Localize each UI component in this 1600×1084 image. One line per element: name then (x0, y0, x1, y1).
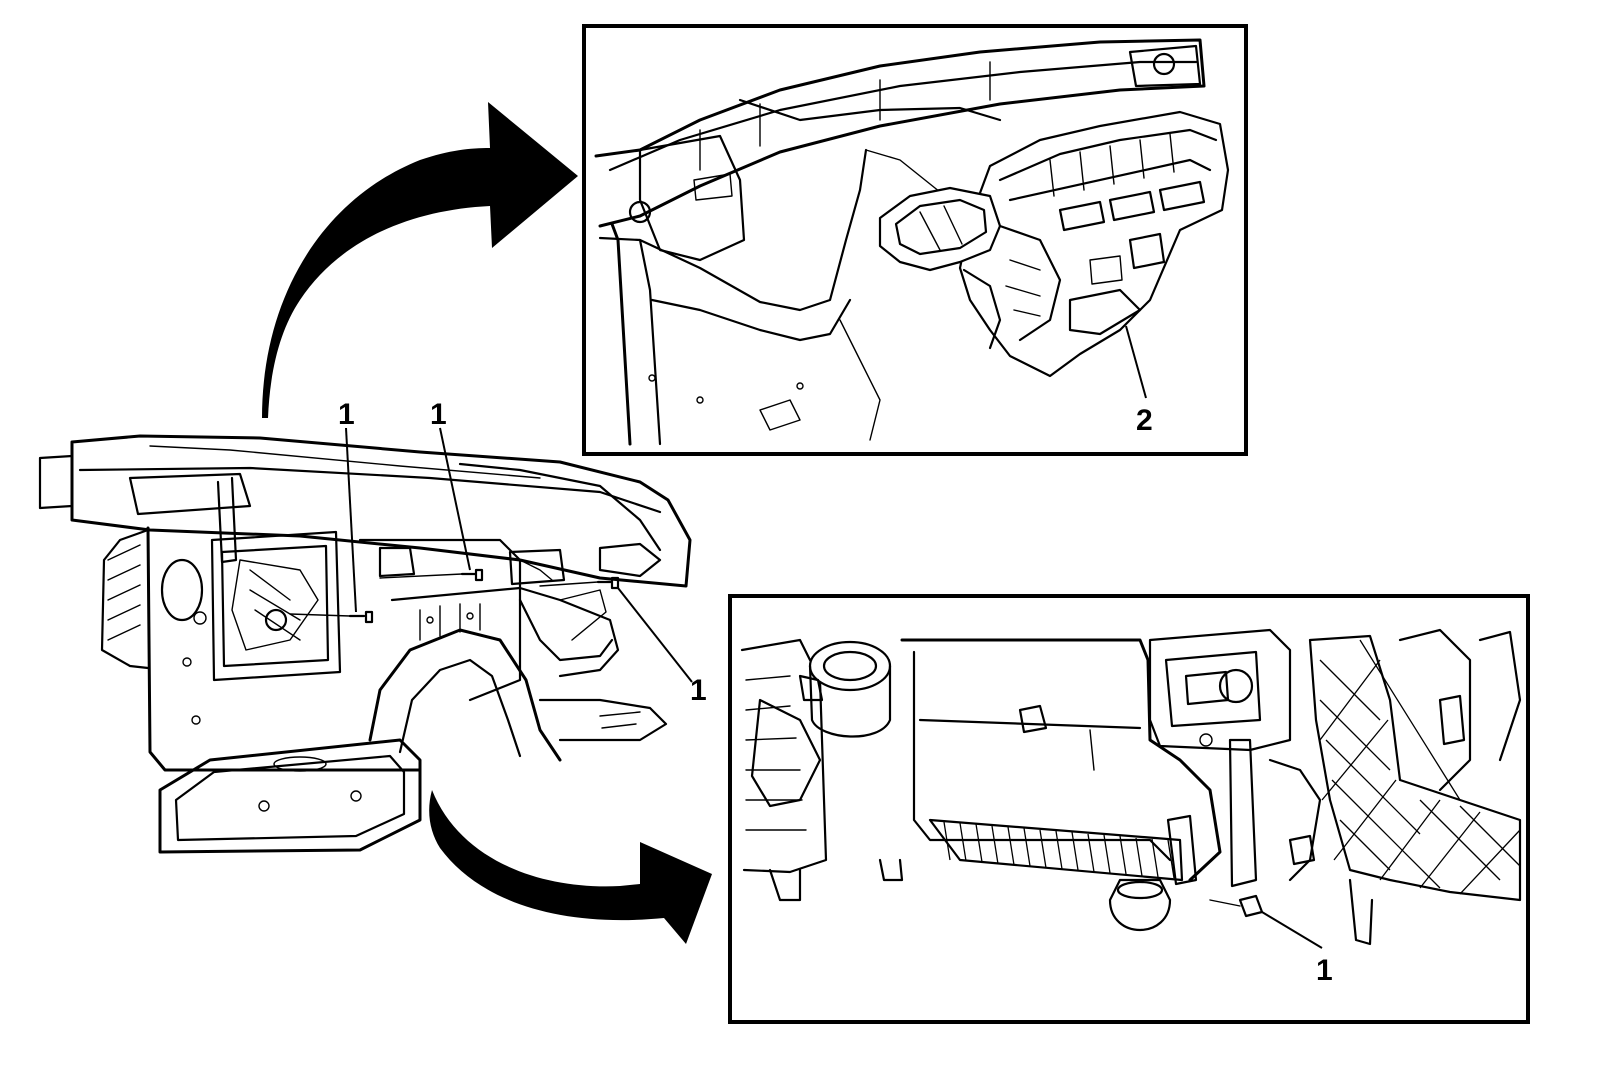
leader-line-d (1261, 911, 1323, 949)
main-view-dash-panel (38, 434, 692, 854)
callout-hvac-module: 2 (1136, 404, 1153, 437)
leader-line-c (617, 587, 693, 683)
callout-fastener-c: 1 (690, 674, 707, 707)
callout-fastener-a: 1 (338, 398, 355, 431)
hatched-seal-strip (943, 821, 1175, 879)
leader-line-module (1125, 325, 1147, 399)
main-view-callouts: 1 1 1 (338, 398, 707, 707)
duct-insulation-net (1319, 639, 1521, 895)
leader-line-b (439, 427, 471, 571)
callout-fastener-d: 1 (1316, 954, 1333, 987)
inset-bottom-lower-fastener (728, 594, 1530, 1024)
leader-line-a (345, 427, 357, 613)
inset-top-hvac-module (582, 24, 1248, 456)
curved-arrow-up-right-icon (262, 102, 578, 418)
inset-top-callouts: 2 (1125, 325, 1153, 437)
callout-fastener-b: 1 (430, 398, 447, 431)
curved-arrow-down-right-icon (429, 790, 712, 944)
inset-bottom-callouts: 1 (1261, 911, 1333, 987)
